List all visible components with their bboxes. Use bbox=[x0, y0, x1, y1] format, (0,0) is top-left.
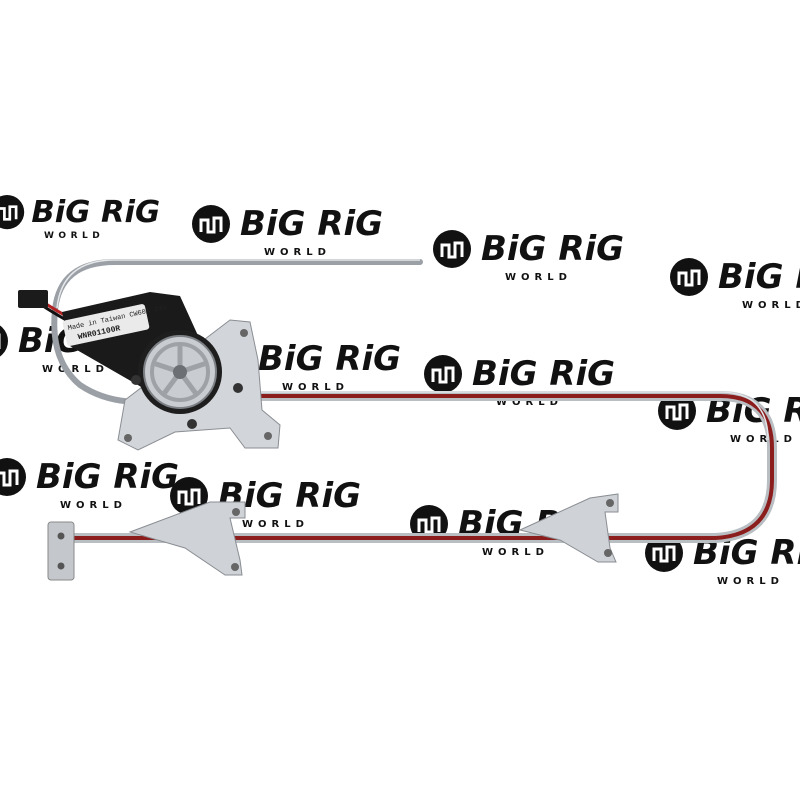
watermark-brand: BiG RiG bbox=[240, 204, 383, 244]
watermark-tile-3: BiG RiG WORLD bbox=[431, 228, 624, 283]
watermark-sub: WORLD bbox=[242, 519, 309, 530]
brand-logo-icon bbox=[0, 193, 26, 231]
watermark-sub: WORLD bbox=[717, 576, 784, 587]
watermark-brand: BiG RiG bbox=[481, 229, 624, 269]
watermark-sub: WORLD bbox=[44, 231, 104, 241]
watermark-sub: WORLD bbox=[505, 272, 572, 283]
watermark-tile-6: BiG RiG WORLD bbox=[208, 338, 401, 393]
brand-logo-icon bbox=[0, 456, 28, 498]
brand-logo-icon bbox=[190, 203, 232, 245]
watermark-brand: BiG RiG bbox=[31, 195, 160, 230]
watermark-brand: BiG RiG bbox=[36, 457, 179, 497]
watermark-tile-4: BiG RiG WORLD bbox=[668, 256, 800, 311]
watermark-brand: BiG RiG bbox=[258, 339, 401, 379]
watermark-sub: WORLD bbox=[730, 434, 797, 445]
lower-left-bracket bbox=[128, 501, 246, 576]
watermark-tile-1: BiG RiG WORLD bbox=[0, 193, 160, 241]
upper-guide-rod bbox=[51, 259, 423, 405]
watermark-sub: WORLD bbox=[42, 364, 109, 375]
brand-logo-icon bbox=[431, 228, 473, 270]
gear-housing bbox=[131, 330, 243, 429]
drive-cable bbox=[70, 394, 774, 540]
lower-right-bracket bbox=[518, 493, 619, 563]
watermark-sub: WORLD bbox=[742, 300, 800, 311]
watermark-brand: BiG RiG bbox=[718, 257, 800, 297]
brand-logo-icon bbox=[422, 353, 464, 395]
brand-logo-icon bbox=[668, 256, 710, 298]
brand-logo-icon bbox=[0, 320, 10, 362]
watermark-tile-9: BiG RiG WORLD bbox=[0, 456, 179, 511]
watermark-tile-7: BiG RiG WORLD bbox=[422, 353, 615, 408]
watermark-sub: WORLD bbox=[496, 397, 563, 408]
watermark-brand: BiG RiG bbox=[472, 354, 615, 394]
watermark-tile-2: BiG RiG WORLD bbox=[190, 203, 383, 258]
watermark-sub: WORLD bbox=[60, 500, 127, 511]
watermark-tile-10: BiG RiG WORLD bbox=[168, 475, 361, 530]
wire-connector bbox=[18, 290, 48, 308]
left-end-bracket bbox=[47, 521, 75, 581]
watermark-sub: WORLD bbox=[282, 382, 349, 393]
watermark-sub: WORLD bbox=[264, 247, 331, 258]
watermark-sub: WORLD bbox=[482, 547, 549, 558]
